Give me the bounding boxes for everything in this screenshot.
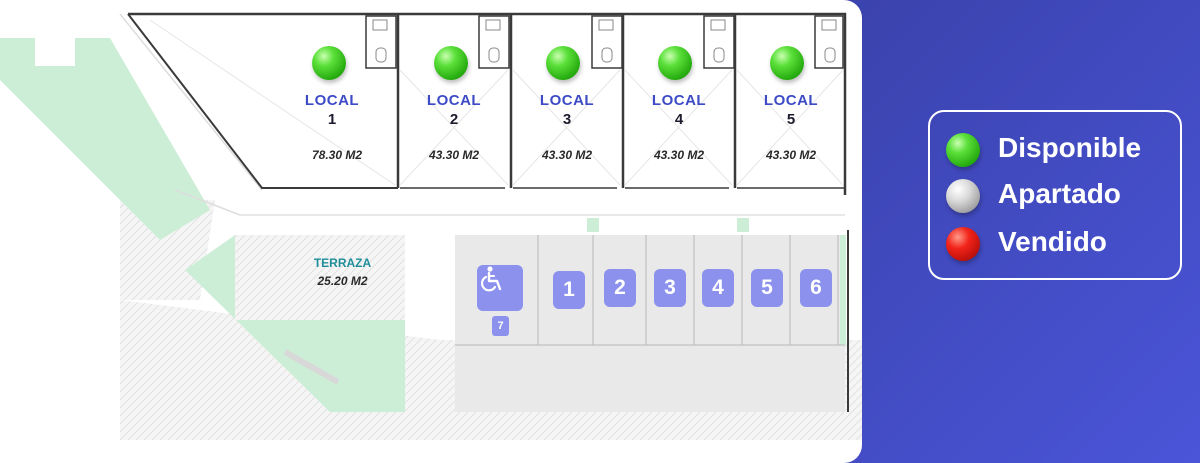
bench [283,349,340,385]
unit-number: 1 [327,111,337,128]
unit-label: LOCAL [426,92,482,109]
unit-area: 43.30 M2 [653,148,705,162]
unit-area: 43.30 M2 [541,148,593,162]
status-indicator-unit-4 [658,46,692,80]
terraza-area [235,235,405,320]
unit-number: 5 [786,111,796,128]
parking-spot-number: 6 [800,269,832,307]
unit-number: 4 [674,111,684,128]
terraza-area-value: 25.20 M2 [317,274,368,288]
status-indicator-unit-1 [312,46,346,80]
driveway [455,345,845,412]
legend-label: Apartado [998,178,1121,209]
legend-item-disponible: Disponible [946,130,1176,170]
legend-label: Vendido [998,226,1107,257]
status-indicator-unit-5 [770,46,804,80]
unit-number: 3 [562,111,572,128]
accessible-parking-badge [477,265,523,311]
wheelchair-icon [481,266,502,292]
unit-label: LOCAL [539,92,595,109]
unit-area: 43.30 M2 [428,148,480,162]
parking-spot-number: 1 [553,271,585,309]
parking-spot-number: 3 [654,269,686,307]
legend-item-vendido: Vendido [946,224,1176,264]
green-area-left [0,38,210,240]
unit-label: LOCAL [651,92,707,109]
entrance-block [35,38,75,66]
floor-plan-drawing [0,12,862,440]
column-marker [587,218,599,232]
unit-label: LOCAL [763,92,819,109]
status-indicator-unit-2 [434,46,468,80]
unit-area: 43.30 M2 [765,148,817,162]
red-dot-icon [946,227,980,261]
status-legend: Disponible Apartado Vendido [928,110,1182,280]
parking-spot-number: 4 [702,269,734,307]
parking-spot-number: 7 [492,316,509,336]
unit-area: 78.30 M2 [311,148,363,162]
green-dot-icon [946,133,980,167]
legend-item-apartado: Apartado [946,176,1176,216]
parking-spot-number: 2 [604,269,636,307]
floor-plan: LOCAL 1 78.30 M2 LOCAL 2 43.30 M2 LOCAL … [0,12,862,440]
unit-label: LOCAL [304,92,360,109]
column-marker [737,218,749,232]
legend-label: Disponible [998,132,1142,163]
unit-number: 2 [449,111,459,128]
parking-spot-number: 5 [751,269,783,307]
green-strip [838,235,846,345]
status-indicator-unit-3 [546,46,580,80]
terraza-label: TERRAZA [313,256,372,270]
gray-dot-icon [946,179,980,213]
